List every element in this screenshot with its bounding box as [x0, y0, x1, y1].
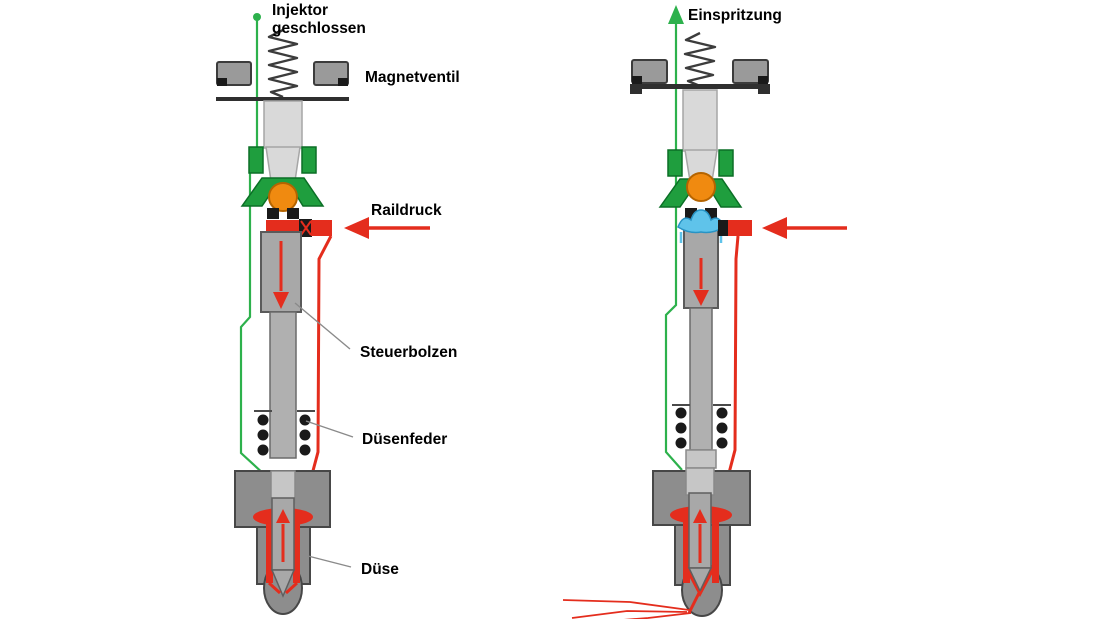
duesenfeder-label: Düsenfeder: [362, 431, 447, 448]
valve-spring: [267, 28, 299, 99]
injection-arrow-head: [668, 5, 684, 24]
solenoid-coil-right-core: [338, 78, 348, 86]
nozzle-spring-coil: [675, 437, 687, 449]
valve-seat-right: [705, 208, 717, 219]
duese-label: Düse: [361, 561, 399, 578]
valve-stem: [263, 100, 303, 149]
nozzle-spring-coil: [299, 444, 311, 456]
piston-down-arrow-head: [273, 292, 289, 309]
inlet-throttle-cross: [300, 220, 312, 236]
valve-stem: [682, 89, 718, 152]
nozzle-spring-coil: [299, 429, 311, 441]
injection-spray-jet: [623, 612, 692, 619]
leader-line-steuerbolzen: [294, 302, 351, 350]
armature-plate-tab-left: [630, 84, 642, 94]
valve-spring: [683, 31, 717, 88]
valve-collar-right: [718, 149, 734, 177]
needle-up-arrow-head: [693, 509, 707, 523]
rail-inlet-block: [311, 220, 332, 236]
solenoid-coil-left-core: [632, 76, 642, 84]
pushrod-foot: [685, 449, 717, 469]
valve-collar-left: [667, 149, 683, 177]
valve-leak-spray: [677, 209, 725, 234]
nozzle-spring-coil: [675, 407, 687, 419]
fuel-exit-flow: [687, 590, 702, 614]
needle-up-arrow-head: [276, 509, 290, 523]
valve-ball: [268, 182, 298, 212]
nozzle-spring-coil: [716, 407, 728, 419]
high-pressure-line: [721, 235, 740, 497]
fuel-seat-flow: [267, 581, 282, 595]
valve-seat-left: [267, 208, 279, 219]
nozzle-spring-coil: [716, 422, 728, 434]
high-pressure-line: [304, 235, 333, 498]
rail-arrow-head: [762, 217, 787, 239]
left-state-label-line2: geschlossen: [272, 20, 366, 37]
fuel-channel-right: [712, 519, 719, 583]
fuel-seat-flow: [284, 581, 299, 595]
fuel-channel-right: [293, 521, 300, 583]
nozzle-spring-coil: [716, 437, 728, 449]
nozzle-needle-tip: [270, 569, 296, 598]
magnetventil-label: Magnetventil: [365, 69, 460, 86]
right-injector: [562, 5, 847, 619]
nozzle-spring-coil: [257, 444, 269, 456]
piston-down-arrow-head: [693, 290, 709, 306]
raildruck-label: Raildruck: [371, 202, 442, 219]
fuel-channel-left: [683, 519, 690, 583]
armature-plate-tab-right: [758, 84, 770, 94]
valve-collar-left: [248, 146, 264, 174]
left-state-label-line1: Injektor: [272, 2, 328, 19]
nozzle-spring-coil: [257, 429, 269, 441]
nozzle-spring-coil: [675, 422, 687, 434]
right-state-label: Einspritzung: [688, 7, 782, 24]
valve-stem-taper: [265, 146, 301, 182]
needle-guide: [685, 467, 715, 496]
injector-body-outline: [239, 148, 267, 477]
leader-line-duese: [307, 555, 352, 568]
nozzle-spring-coil: [257, 414, 269, 426]
valve-seat-left: [685, 208, 697, 219]
leader-line-duesenfeder: [305, 420, 354, 438]
injection-flow-line: [664, 22, 683, 471]
valve-ball: [686, 172, 716, 202]
left-injector: [216, 13, 430, 615]
inlet-throttle: [718, 220, 729, 236]
armature-plate: [216, 97, 349, 101]
rail-inlet-block: [728, 220, 752, 236]
nozzle-spring-coil: [299, 414, 311, 426]
armature-plate: [630, 84, 770, 89]
injection-spray-jet: [562, 599, 690, 611]
labels: Injektor geschlossen Magnetventil Raildr…: [272, 2, 782, 578]
return-line-start-dot: [253, 13, 261, 21]
solenoid-coil-right-core: [758, 76, 768, 84]
valve-seat-right: [287, 208, 299, 219]
valve-collar-right: [301, 146, 317, 174]
pushrod: [689, 307, 713, 451]
pushrod: [269, 311, 297, 459]
fuel-channel-left: [266, 521, 273, 583]
solenoid-coil-left-core: [217, 78, 227, 86]
injection-spray-jet: [571, 610, 688, 619]
nozzle-needle-tip: [687, 567, 713, 593]
raildruck-arrow-head: [344, 217, 369, 239]
steuerbolzen-label: Steuerbolzen: [360, 344, 457, 361]
